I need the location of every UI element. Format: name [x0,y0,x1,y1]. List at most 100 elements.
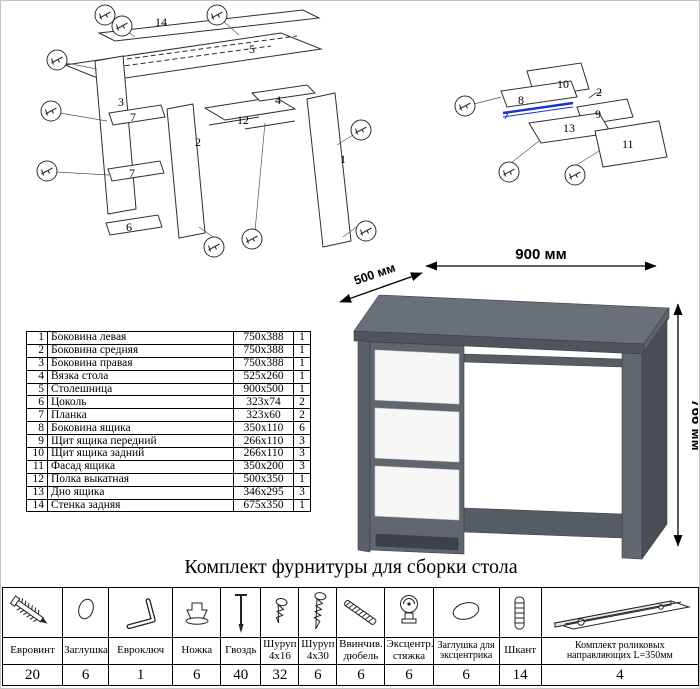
hardware-quantity: 40 [220,664,262,686]
parts-cell-qty: 1 [293,331,311,345]
screw-callout-icon [111,15,133,37]
leader-lines [473,96,600,167]
hardware-quantity: 6 [336,664,386,686]
parts-cell-name: Щит ящика задний [47,447,234,461]
parts-cell-size: 750x388 [233,356,294,371]
desk-parts-outlines [63,9,352,248]
parts-cell-size: 900x500 [233,382,294,397]
dowel-screw-icon [336,587,386,638]
parts-cell-name: Цоколь [47,395,234,410]
desk-3d-view: 900 мм 500 мм 766 мм [339,246,698,560]
parts-cell-num: 13 [26,485,48,500]
screw-callout-icon [46,49,68,71]
parts-cell-num: 3 [26,356,48,371]
parts-cell-num: 5 [26,382,48,397]
euro-screw-icon [1,587,64,638]
cam-cover-icon [432,587,500,638]
part-right-side [306,92,352,248]
desk-body [353,294,670,560]
drawer-front-2 [374,407,460,463]
part-drawer-side [500,80,578,108]
parts-cell-num: 2 [26,343,48,358]
parts-cell-qty: 1 [293,343,311,358]
parts-cell-qty: 3 [293,447,311,461]
parts-cell-num: 14 [26,498,48,513]
parts-cell-name: Боковина левая [47,331,234,345]
hardware-callouts [36,4,377,258]
parts-cell-size: 750x388 [233,343,294,358]
part-number-label: 7 [129,166,135,180]
hardware-name: Ввинчив. дюбель [336,637,386,665]
parts-cell-qty: 1 [293,369,311,384]
hardware-kit-title: Комплект фурнитуры для сборки стола [184,556,518,578]
parts-cell-name: Столешница [47,382,234,397]
part-number-label: 13 [563,121,575,135]
keyboard-tray [463,353,623,368]
drawer-unit-left-edge [357,339,371,553]
hardware-name: Шуруп 4х30 [298,637,338,665]
part-number-label: 2 [596,85,602,99]
parts-cell-num: 6 [26,395,48,410]
dimension-height-label: 766 мм [688,399,698,450]
hardware-name: Евровинт [1,637,64,665]
part-back-wall [97,9,321,42]
screw-callout-icon [36,160,58,182]
plinth-shadow [375,533,459,551]
parts-cell-num: 7 [26,408,48,423]
parts-cell-qty: 2 [293,408,311,423]
parts-cell-size: 525x260 [233,369,294,384]
drawer-front-1 [374,349,460,405]
cam-lock-icon [384,587,434,638]
hardware-name: Эксцентр. стяжка [384,637,434,665]
drawer-front-3 [374,465,460,521]
part-drawer-facade [594,120,668,168]
parts-cell-size: 500x350 [233,472,294,487]
back-bottom-rail [463,507,623,539]
hw-icons-row [1,587,699,638]
parts-cell-size: 675x350 [233,498,294,513]
part-left-side [94,55,137,215]
part-plank-2 [107,160,165,182]
drawer-slide-icon [540,587,699,638]
part-keyboard-shelf [203,96,297,121]
parts-cell-num: 9 [26,434,48,449]
parts-cell-num: 11 [26,459,48,474]
parts-cell-num: 8 [26,421,48,436]
hardware-name: Шкант [498,637,542,665]
part-number-label: 14 [155,15,167,29]
parts-cell-size: 323x74 [233,395,294,410]
part-number-label: 8 [518,93,524,107]
parts-cell-qty: 1 [293,472,311,487]
dowel-icon [498,587,542,638]
parts-cell-qty: 6 [293,421,311,436]
hardware-quantity: 6 [384,664,434,686]
part-number-label: 12 [237,113,249,127]
part-number-label: 1 [340,152,346,166]
part-middle-side [166,103,206,239]
parts-cell-size: 323x60 [233,408,294,423]
screw-4x16-icon [260,587,300,638]
part-number-label: 4 [275,93,281,107]
cap-plug-icon [62,587,110,638]
part-number-label: 9 [595,107,601,121]
nail-icon [220,587,262,638]
parts-cell-size: 346x295 [233,485,294,500]
part-plinth [105,214,163,236]
hardware-name: Евроключ [108,637,174,665]
part-number-label: 7 [130,110,136,124]
parts-cell-name: Стенка задняя [47,498,234,513]
